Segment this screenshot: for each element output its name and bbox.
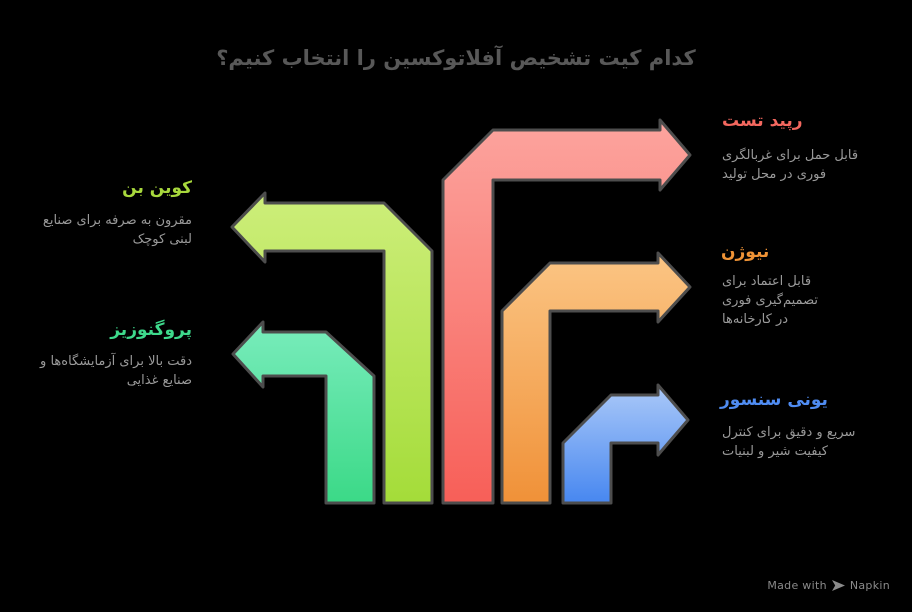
arrow-kwinbon	[230, 191, 434, 505]
label-unisensor-title: یونی سنسور	[720, 390, 828, 410]
label-kwinbon-title: کوین بن	[122, 178, 192, 198]
label-unisensor: یونی سنسور	[720, 390, 885, 410]
label-neogen-title: نیوژن	[721, 242, 770, 262]
napkin-watermark[interactable]: Made with Napkin	[767, 579, 890, 592]
page-title: کدام کیت تشخیص آفلاتوکسین را انتخاب کنیم…	[216, 46, 696, 70]
desc-prognosis: دقت بالا برای آزمایشگاه‌ها و صنایع غذایی	[40, 354, 192, 388]
arrow-unisensor	[561, 383, 690, 505]
label-rapid-test: رپید تست	[722, 111, 887, 131]
arrow-neogen	[500, 251, 692, 505]
napkin-logo-icon	[831, 579, 845, 592]
label-rapid-test-title: رپید تست	[722, 111, 803, 131]
desc-rapid-test: قابل حمل برای غربالگری فوری در محل تولید	[722, 148, 859, 182]
watermark-prefix: Made with	[767, 579, 827, 592]
label-prognosis-title: پروگنوزیز	[110, 320, 192, 340]
arrow-rapid-test	[441, 118, 692, 505]
desc-kwinbon: مقرون به صرفه برای صنایع لبنی کوچک	[42, 213, 192, 247]
arrow-prognosis	[231, 320, 376, 505]
desc-unisensor: سریع و دقیق برای کنترل کیفیت شیر و لبنیا…	[722, 425, 856, 459]
label-prognosis: پروگنوزیز	[22, 320, 192, 340]
watermark-brand: Napkin	[849, 579, 890, 592]
label-kwinbon: کوین بن	[22, 178, 192, 198]
desc-neogen: قابل اعتماد برای تصمیم‌گیری فوری در کارخ…	[722, 274, 818, 327]
label-neogen: نیوژن	[721, 242, 886, 262]
